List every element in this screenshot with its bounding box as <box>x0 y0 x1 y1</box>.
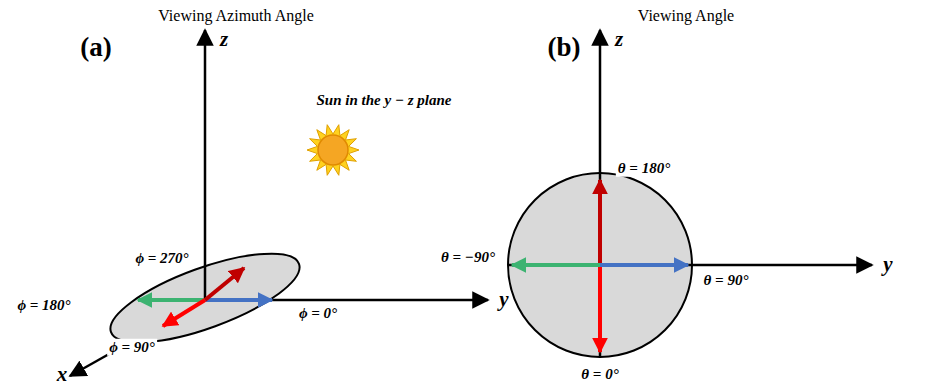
angle-label: ϕ = 0° <box>297 305 339 322</box>
view-arrow <box>600 263 688 267</box>
viewing-disc <box>508 173 692 357</box>
azimuth-arrow <box>138 298 205 302</box>
z-axis <box>599 30 602 357</box>
angle-label: ϕ = 270° <box>133 250 190 267</box>
azimuth-arrow <box>205 268 244 300</box>
y-axis <box>205 299 488 302</box>
y-axis <box>508 264 872 267</box>
panel-title: Viewing Azimuth Angle <box>156 7 315 25</box>
panel-label: (b) <box>546 33 583 63</box>
sun-symbol <box>307 125 359 176</box>
panel-b <box>508 30 872 357</box>
angle-label: ϕ = 180° <box>15 297 72 314</box>
angle-label: θ = 90° <box>702 272 751 289</box>
sun-label: Sun in the y − z plane <box>315 92 454 109</box>
angle-label: ϕ = 90° <box>107 339 157 356</box>
azimuth-arrow <box>205 298 272 302</box>
view-arrow <box>598 180 602 265</box>
angle-label: θ = −90° <box>439 249 497 266</box>
axis-label: x <box>55 364 70 387</box>
view-arrow <box>598 265 602 352</box>
angle-label: θ = 0° <box>579 366 620 383</box>
axis-label: y <box>881 253 894 276</box>
azimuth-arrow <box>163 300 205 326</box>
panel-title: Viewing Angle <box>636 7 736 25</box>
axis-label: z <box>613 28 625 51</box>
view-arrow <box>512 263 600 267</box>
angle-label: θ = 180° <box>616 160 672 177</box>
z-axis <box>204 30 207 300</box>
panel-label: (a) <box>78 33 113 63</box>
axis-label: z <box>218 28 230 51</box>
axis-label: y <box>497 288 510 311</box>
panel-a <box>70 30 488 376</box>
